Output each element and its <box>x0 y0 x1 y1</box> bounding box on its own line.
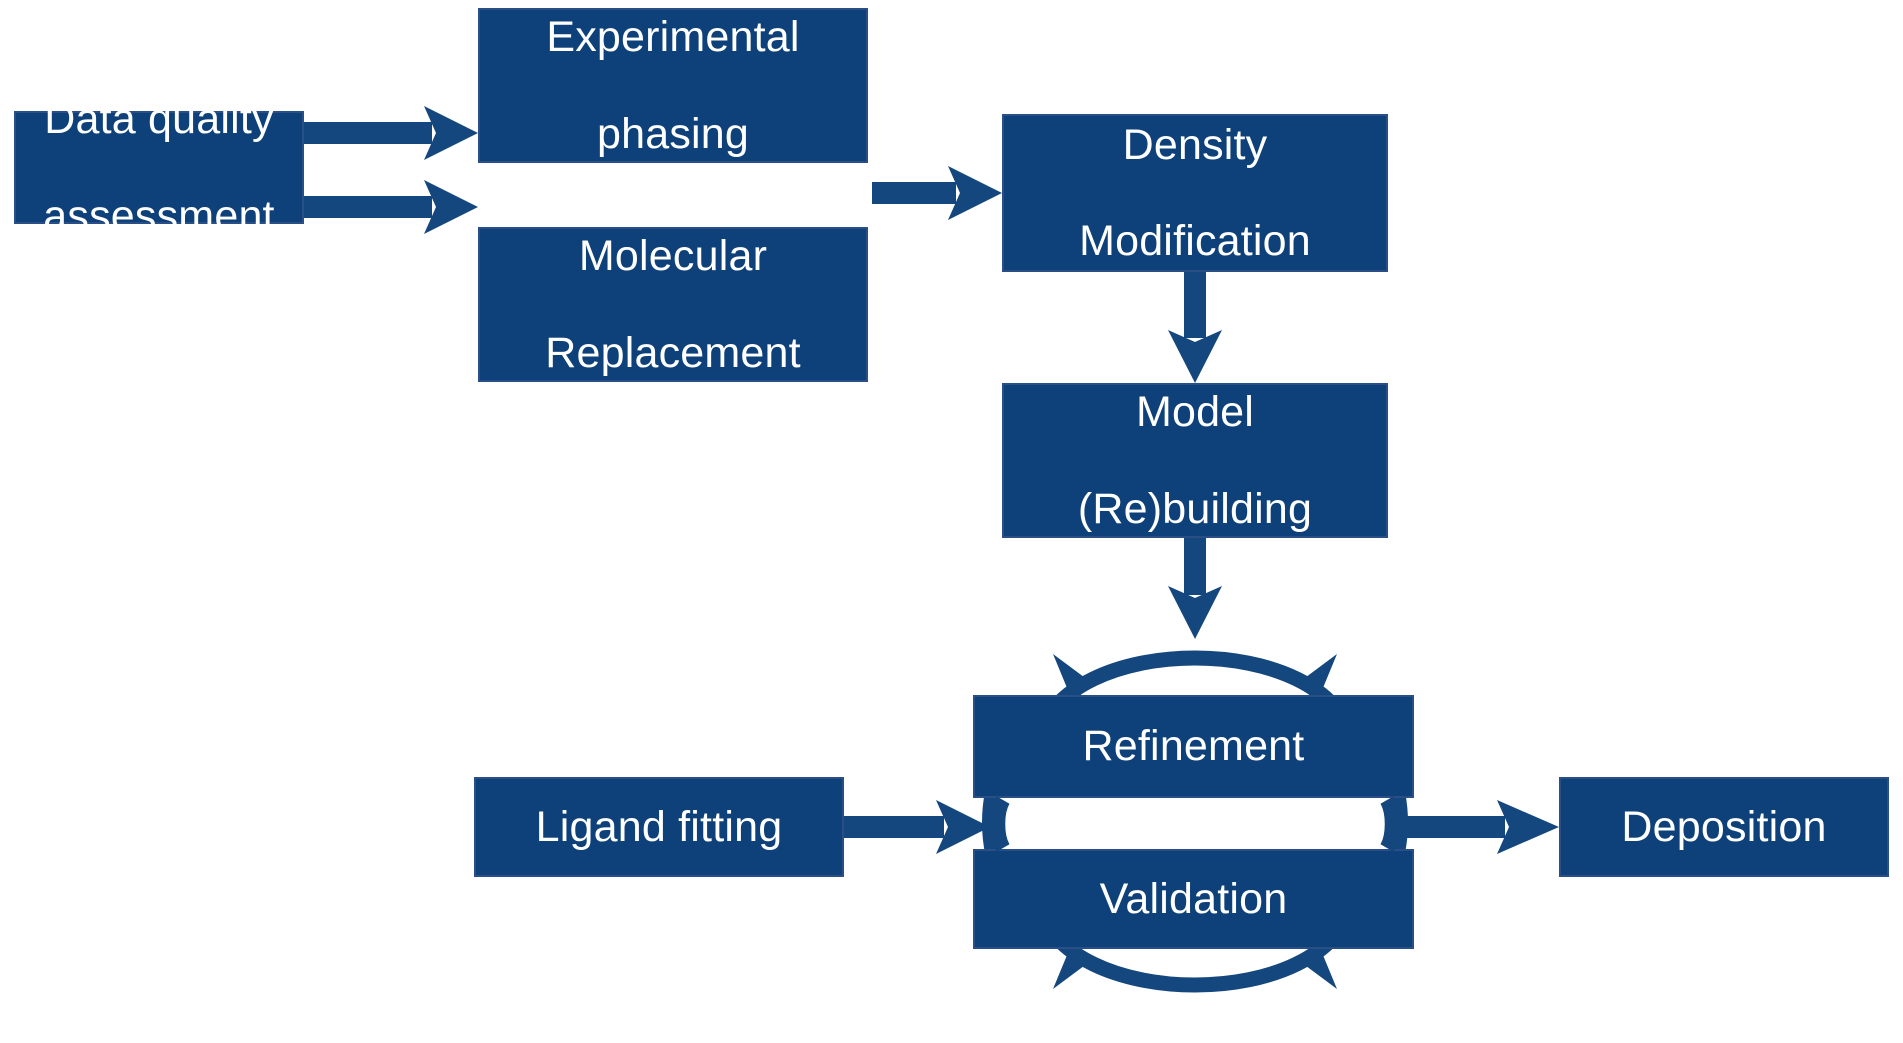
node-molecular-replacement[interactable]: Molecular Replacement <box>478 227 868 382</box>
arrow-data-quality-to-molecular-replacement <box>304 180 478 234</box>
node-label: Ligand fitting <box>535 802 783 851</box>
node-label-line1: Density <box>1122 120 1268 169</box>
node-label-line2: Replacement <box>545 328 801 377</box>
node-model-rebuilding[interactable]: Model (Re)building <box>1002 383 1388 538</box>
node-label: Experimental phasing <box>480 13 866 157</box>
node-label: Molecular Replacement <box>480 232 866 376</box>
node-density-modification[interactable]: Density Modification <box>1002 114 1388 272</box>
node-label-line2: assessment <box>43 191 275 240</box>
node-refinement[interactable]: Refinement <box>973 695 1414 798</box>
arrow-data-quality-to-experimental-phasing <box>304 106 478 160</box>
node-label: Deposition <box>1621 802 1827 851</box>
node-label: Data quality assessment <box>16 95 302 239</box>
arrow-phasing-to-density-modification <box>872 166 1002 220</box>
node-validation[interactable]: Validation <box>973 849 1414 949</box>
node-label-line2: phasing <box>596 109 750 158</box>
node-label-line1: Experimental <box>546 13 800 62</box>
node-label-line1: Model <box>1135 388 1255 437</box>
node-label-line2: (Re)building <box>1077 484 1313 533</box>
arrow-cycle-to-deposition <box>1395 800 1559 854</box>
node-experimental-phasing[interactable]: Experimental phasing <box>478 8 868 163</box>
cycle-ring-gap-left <box>990 796 1010 852</box>
node-deposition[interactable]: Deposition <box>1559 777 1889 877</box>
arrow-density-modification-to-model-rebuilding <box>1168 272 1222 383</box>
arrow-model-rebuilding-to-refinement <box>1168 538 1222 639</box>
node-label: Model (Re)building <box>1004 388 1386 532</box>
node-label-line2: Modification <box>1079 217 1311 266</box>
node-ligand-fitting[interactable]: Ligand fitting <box>474 777 844 877</box>
node-data-quality-assessment[interactable]: Data quality assessment <box>14 95 304 240</box>
node-label: Validation <box>1099 874 1288 923</box>
cycle-ring-gap-right <box>1380 796 1400 852</box>
arrow-ligand-fitting-to-cycle <box>844 800 990 854</box>
node-label: Refinement <box>1082 722 1305 771</box>
node-label-line1: Molecular <box>578 232 768 281</box>
node-label: Density Modification <box>1004 121 1386 265</box>
node-label-line1: Data quality <box>44 95 274 144</box>
